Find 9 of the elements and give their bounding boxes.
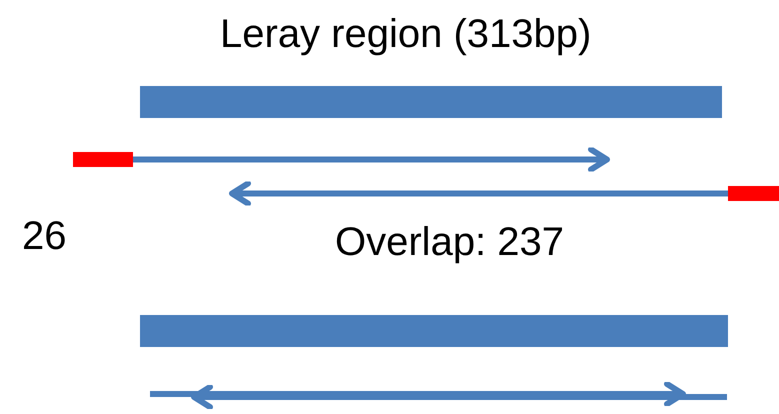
region-bar [140, 315, 728, 347]
primer-bar [73, 152, 133, 167]
primer-bar [728, 186, 779, 201]
region-bar [140, 86, 722, 118]
arrow [133, 146, 610, 172]
arrow [229, 180, 728, 206]
title: Leray region (313bp) [220, 14, 592, 54]
overlap-label: Overlap: 237 [335, 222, 564, 262]
number-label: 26 [22, 216, 66, 256]
